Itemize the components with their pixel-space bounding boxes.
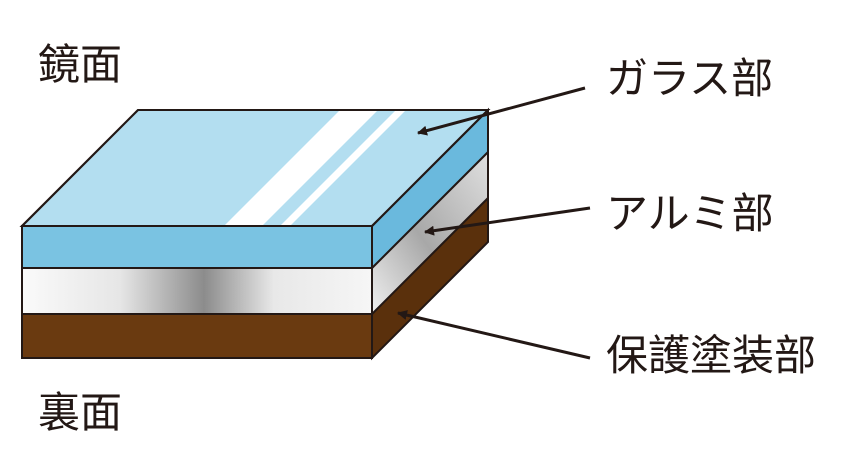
- aluminum-layer-label: アルミ部: [606, 189, 774, 238]
- aluminum-leader-arrow: [424, 206, 591, 236]
- coating-front-face: [21, 313, 373, 359]
- glass-top-outline: [19, 109, 491, 227]
- front-side-label: 鏡面: [38, 40, 123, 89]
- glass-layer-label: ガラス部: [606, 54, 774, 103]
- glass-front-face: [21, 225, 373, 269]
- glass-highlight-thin: [280, 110, 406, 226]
- coating-leader-arrow: [397, 310, 591, 360]
- coating-layer-label: 保護塗装部: [606, 331, 817, 380]
- glass-highlight-wide: [224, 110, 378, 226]
- glass-leader-arrow: [417, 86, 586, 136]
- back-side-label: 裏面: [38, 388, 123, 437]
- aluminum-front-face: [21, 267, 373, 315]
